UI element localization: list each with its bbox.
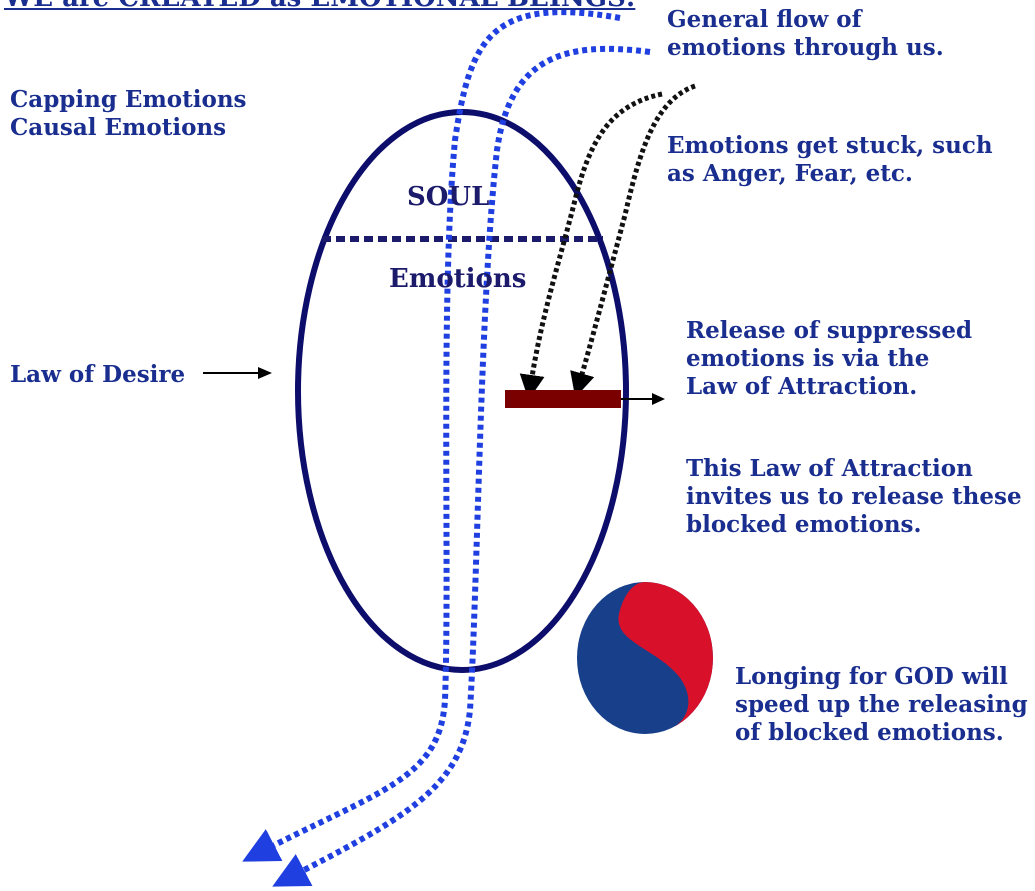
release-line: Law of Attraction. [686,373,918,401]
release-line: emotions is via the [686,345,930,373]
longing-line: of blocked emotions. [735,719,1004,747]
general-flow-line: General flow of [667,6,862,33]
release-line: Release of suppressed [686,317,973,344]
taeguk-icon [577,582,713,734]
longing-for-god-label: Longing for GOD will speed up the releas… [735,663,1028,747]
soul-label: SOUL [407,182,490,212]
emotions-label: Emotions [389,264,527,294]
release-arrowhead [652,393,665,405]
stuck-emotions-line: as Anger, Fear, etc. [667,160,913,188]
page-title: WE are CREATED as EMOTIONAL BEINGS: [4,0,635,14]
causal-emotions-text: Causal Emotions [10,114,227,142]
emotion-flow-path-left [242,9,621,862]
capping-causal-label: Capping Emotions Causal Emotions [10,86,247,142]
attraction-line: This Law of Attraction [686,455,973,482]
attraction-line: blocked emotions. [686,511,922,539]
general-flow-label: General flow of emotions through us. [667,6,944,62]
law-of-desire-arrowhead [258,367,272,379]
attraction-invites-label: This Law of Attraction invites us to rel… [686,455,1022,539]
emotion-flow-path-right [272,45,651,887]
longing-line: Longing for GOD will [735,663,1008,690]
stuck-emotions-line: Emotions get stuck, such [667,132,993,159]
attraction-line: invites us to release these [686,483,1022,511]
law-of-desire-label: Law of Desire [10,361,186,388]
longing-line: speed up the releasing [735,691,1028,719]
stuck-emotion-arrow-1 [519,91,663,400]
blocked-emotions-bar [505,390,621,408]
capping-emotions-text: Capping Emotions [10,86,247,113]
general-flow-line: emotions through us. [667,34,944,62]
release-label: Release of suppressed emotions is via th… [686,317,972,401]
stuck-emotions-label: Emotions get stuck, such as Anger, Fear,… [667,132,993,188]
